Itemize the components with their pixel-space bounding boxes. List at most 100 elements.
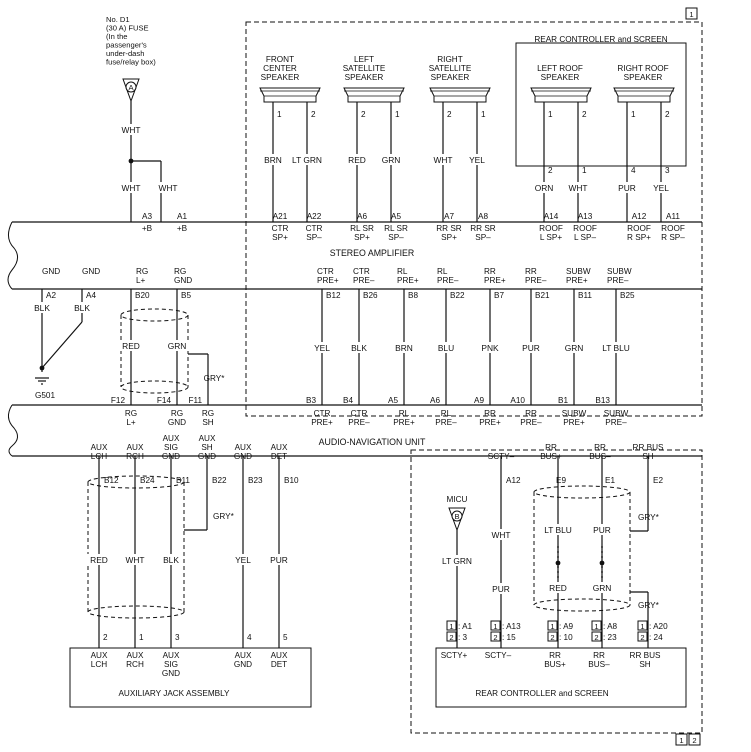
nav-bot-label-B22: AUX <box>199 434 216 443</box>
aux-box-label: AUX <box>127 651 144 660</box>
roof-wire-label: ORN <box>535 183 554 193</box>
roof-speaker-1-body <box>613 87 675 103</box>
conn-badge-num: 1 <box>550 622 554 631</box>
speaker-wire-label: RED <box>348 155 366 165</box>
amp-top-label-A14: ROOF <box>539 224 563 233</box>
wire-scty-bot: PUR <box>492 584 510 594</box>
pre-wire-label: YEL <box>314 343 330 353</box>
conn-badge-num: 1 <box>493 622 497 631</box>
wire-label-bg <box>119 124 143 135</box>
nav-bot-pin-E1: E1 <box>605 476 615 485</box>
conn-pin: : 3 <box>458 633 468 642</box>
aux-box-pin: 5 <box>283 633 288 642</box>
amp-bot-label2-B20: L+ <box>136 276 146 285</box>
amp-top-label2-A14: L SP+ <box>540 233 562 242</box>
amp-bot-pin-B20: B20 <box>135 291 150 300</box>
roof-speaker-name: LEFT ROOF <box>537 64 583 73</box>
roof-pin: 1 <box>631 110 636 119</box>
wire-bus-bot2: GRN <box>593 583 612 593</box>
roof-pin: 1 <box>548 110 553 119</box>
amp-bot-label2-B11: PRE+ <box>566 276 588 285</box>
amp-bot-label-B20: RG <box>136 267 148 276</box>
nav-top-label-A10: RR <box>525 409 537 418</box>
speaker-2-body <box>429 87 491 103</box>
speaker-wire-label: GRN <box>382 155 401 165</box>
nav-top-label2-F11: SH <box>202 418 213 427</box>
amp-top-label-A7: RR SR <box>436 224 462 233</box>
fuse-label: under-dash <box>106 49 144 58</box>
nav-top-label2-A9: PRE+ <box>479 418 501 427</box>
speaker-name: RIGHT <box>437 55 462 64</box>
amp-bot-label-B21: RR <box>525 267 537 276</box>
rear-controller-label: BUS+ <box>544 660 566 669</box>
wire-label-bg <box>119 340 143 351</box>
wire-scty-top: WHT <box>491 530 510 540</box>
conn-pin: : 10 <box>559 633 573 642</box>
wire-label-bg <box>615 182 639 193</box>
aux-box-label: AUX <box>163 651 180 660</box>
wire-label-bg <box>489 583 513 594</box>
amp-bot-pin-B22: B22 <box>450 291 465 300</box>
conn-pin: : A13 <box>502 622 521 631</box>
nav-bot-label-E9: RR <box>545 443 557 452</box>
conn-pin: : A9 <box>559 622 574 631</box>
nav-top-label-A5: RL <box>399 409 410 418</box>
nav-top-label-F12: RG <box>125 409 137 418</box>
amp-top-pin-A3: A3 <box>142 212 152 221</box>
wire-label-bg <box>119 182 143 193</box>
nav-top-label-B1: SUBW <box>562 409 587 418</box>
nav-top-label2-B13: PRE– <box>605 418 627 427</box>
wire-label-bg <box>87 554 111 565</box>
amp-top-pin-A22: A22 <box>307 212 322 221</box>
rear-controller-label: RR <box>549 651 561 660</box>
amp-top-label2-A22: SP– <box>306 233 322 242</box>
conn-badge <box>490 631 501 642</box>
wire-label-bg <box>546 524 570 535</box>
wire-label-bg <box>465 154 489 165</box>
pre-wire-label: PUR <box>522 343 540 353</box>
nav-top-label2-B4: PRE– <box>348 418 370 427</box>
amplifier-title: STEREO AMPLIFIER <box>330 248 415 258</box>
wire-label-bg <box>379 154 403 165</box>
aux-box-label: GND <box>234 660 252 669</box>
nav-top-label2-B1: PRE+ <box>563 418 585 427</box>
badge-bottom-1: 1 <box>679 736 683 745</box>
amp-bot-label2-B5: GND <box>174 276 192 285</box>
amp-bot-label-A2: GND <box>42 267 60 276</box>
aux-box-pin: 1 <box>139 633 144 642</box>
nav-top-pin-F11: F11 <box>189 396 203 405</box>
roof-pin: 3 <box>665 166 670 175</box>
amp-bot-pin-B26: B26 <box>363 291 378 300</box>
aux-box-label: AUX <box>271 651 288 660</box>
fuse-marker-letter: A <box>128 83 134 92</box>
nav-top-label2-A10: PRE– <box>520 418 542 427</box>
wire-label-bg <box>532 182 556 193</box>
amp-top-pin-A1: A1 <box>177 212 187 221</box>
nav-top-label2-F12: L+ <box>126 418 136 427</box>
speaker-wire-label: YEL <box>469 155 485 165</box>
wire-bus-top1: LT BLU <box>544 525 572 535</box>
nav-bot-pin-B22: B22 <box>212 476 227 485</box>
amp-top-label-A13: ROOF <box>573 224 597 233</box>
amp-bot-pin-B11: B11 <box>578 291 592 300</box>
fuse-label: passenger's <box>106 41 147 50</box>
pre-wire-label: PNK <box>481 343 499 353</box>
nav-top-pin-B4: B4 <box>343 396 353 405</box>
amp-bot-label2-B26: PRE– <box>353 276 375 285</box>
roof-pin: 1 <box>582 166 587 175</box>
nav-top-label2-F14: GND <box>168 418 186 427</box>
nav-title: AUDIO-NAVIGATION UNIT <box>319 437 426 447</box>
conn-badge-num: 2 <box>493 633 497 642</box>
shield-aux-bottom <box>87 605 185 619</box>
amp-bot-label-B12: CTR <box>317 267 334 276</box>
rear-controller-box-top <box>515 42 687 167</box>
nav-bot-label-B11: AUX <box>163 434 180 443</box>
aux-wire-label: WHT <box>125 555 144 565</box>
speaker-pin: 1 <box>395 110 400 119</box>
wire-fuse-feed: WHT <box>121 125 140 135</box>
nav-top-label-F14: RG <box>171 409 183 418</box>
wire-label-bg <box>562 342 586 353</box>
aux-box-label: RCH <box>126 660 144 669</box>
wire-label-bg <box>566 182 590 193</box>
amp-top-pin-A13: A13 <box>578 212 593 221</box>
